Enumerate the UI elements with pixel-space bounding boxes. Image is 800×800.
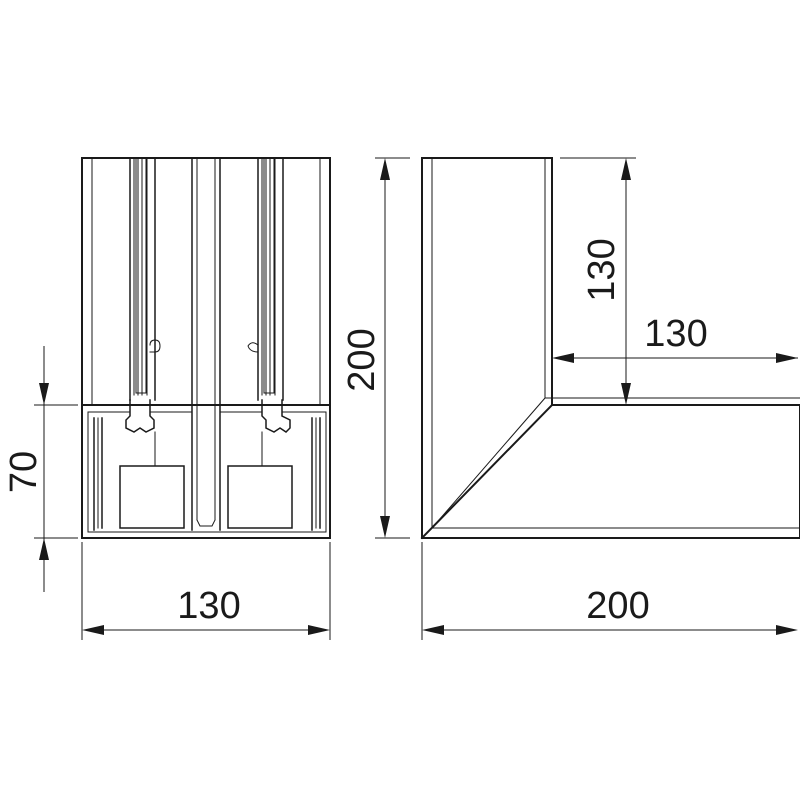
dim-label-130-front: 130 xyxy=(177,585,240,627)
dim-side-arm-vertical: 130 xyxy=(560,157,636,405)
dim-front-height-overall: 200 xyxy=(341,157,410,539)
dim-label-130-vertical: 130 xyxy=(581,238,623,301)
dim-label-130-horizontal: 130 xyxy=(644,313,707,355)
right-support-block xyxy=(227,465,293,529)
dim-side-arm-horizontal: 130 xyxy=(552,313,798,363)
dim-front-height-lower: 70 xyxy=(3,346,78,592)
dim-side-width: 200 xyxy=(421,542,798,640)
dim-label-200-vertical: 200 xyxy=(341,328,383,391)
lower-side-walls xyxy=(93,417,321,531)
side-view xyxy=(420,157,800,540)
dim-label-70: 70 xyxy=(3,451,45,493)
left-clip xyxy=(125,399,155,433)
right-cover-strip xyxy=(247,157,284,401)
dim-label-200-horizontal: 200 xyxy=(586,585,649,627)
left-support-block xyxy=(119,465,185,529)
dim-front-width: 130 xyxy=(81,542,331,640)
lower-channel xyxy=(81,404,331,533)
side-miter-line xyxy=(420,403,554,540)
left-cover-strip xyxy=(129,157,161,401)
front-outline xyxy=(81,157,331,539)
center-rail xyxy=(191,157,221,531)
right-clip xyxy=(261,399,291,433)
front-view xyxy=(81,157,331,539)
